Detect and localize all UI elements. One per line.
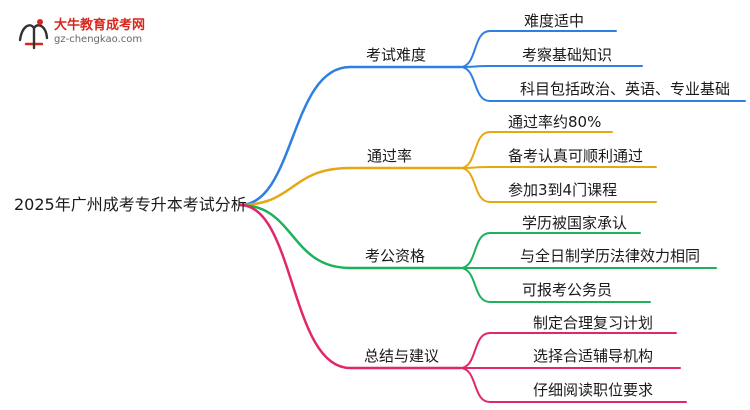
logo-title: 大牛教育成考网 bbox=[54, 18, 146, 33]
root-topic: 2025年广州成考专升本考试分析 bbox=[14, 195, 247, 214]
leaf-civil-service-2: 与全日制学历法律效力相同 bbox=[520, 247, 701, 265]
leaf-connector bbox=[459, 131, 613, 169]
bull-logo-icon bbox=[18, 19, 49, 50]
logo-url: gz-chengkao.com bbox=[54, 34, 143, 45]
leaf-pass-rate-2: 备考认真可顺利通过 bbox=[508, 147, 644, 165]
leaf-connector bbox=[459, 367, 687, 403]
leaf-pass-rate-1: 通过率约80% bbox=[508, 113, 602, 131]
leaf-difficulty-1: 难度适中 bbox=[524, 12, 585, 30]
leaf-summary-3: 仔细阅读职位要求 bbox=[533, 381, 654, 399]
leaf-civil-service-3: 可报考公务员 bbox=[522, 281, 613, 299]
branch-label-summary: 总结与建议 bbox=[364, 347, 440, 365]
leaf-connector bbox=[459, 267, 651, 303]
leaf-connector bbox=[459, 332, 677, 369]
leaf-connector bbox=[459, 166, 657, 169]
branch-label-difficulty: 考试难度 bbox=[366, 46, 427, 64]
leaf-connector bbox=[459, 167, 657, 203]
branch-label-pass-rate: 通过率 bbox=[367, 147, 413, 165]
leaf-summary-2: 选择合适辅导机构 bbox=[533, 347, 654, 365]
branch-connector bbox=[238, 203, 462, 370]
leaf-difficulty-3: 科目包括政治、英语、专业基础 bbox=[520, 80, 731, 98]
leaf-civil-service-1: 学历被国家承认 bbox=[522, 214, 628, 232]
branch-connector bbox=[238, 203, 462, 270]
leaf-connector bbox=[459, 30, 617, 68]
leaf-difficulty-2: 考察基础知识 bbox=[522, 46, 613, 64]
leaf-summary-1: 制定合理复习计划 bbox=[533, 314, 654, 332]
leaf-pass-rate-3: 参加3到4门课程 bbox=[508, 181, 618, 199]
branch-connector bbox=[238, 65, 462, 207]
leaf-connector bbox=[459, 232, 641, 269]
leaf-connector bbox=[459, 65, 643, 68]
branch-connector bbox=[238, 166, 462, 207]
branch-label-civil-service: 考公资格 bbox=[365, 247, 426, 265]
site-logo: 大牛教育成考网 gz-chengkao.com bbox=[8, 8, 178, 56]
leaf-connector bbox=[459, 66, 746, 102]
